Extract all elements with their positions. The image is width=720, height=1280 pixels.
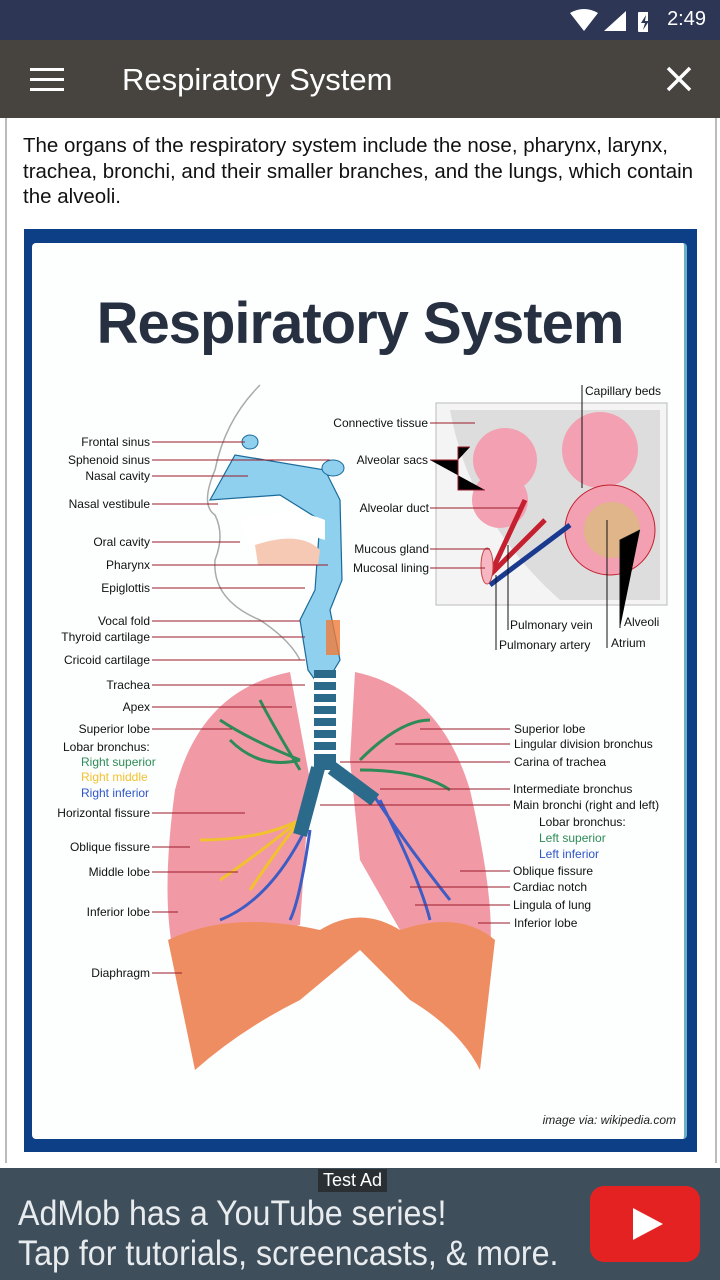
label: Horizontal fissure: [57, 806, 150, 820]
label: Cricoid cartilage: [63, 653, 150, 667]
ad-line-2[interactable]: Tap for tutorials, screencasts, & more.: [18, 1234, 559, 1273]
label: Left superior: [539, 831, 606, 845]
close-icon[interactable]: [662, 62, 696, 96]
label: Nasal cavity: [85, 469, 150, 483]
status-icons: [570, 9, 648, 32]
label: Lingular division bronchus: [514, 737, 653, 751]
label: Connective tissue: [333, 416, 428, 430]
label: Right inferior: [81, 786, 150, 800]
label: Alveolar sacs: [356, 453, 428, 467]
label: Oral cavity: [93, 535, 150, 549]
label: Atrium: [611, 636, 646, 650]
label: Nasal vestibule: [68, 497, 150, 511]
label: Right superior: [81, 755, 156, 769]
intro-text: The organs of the respiratory system inc…: [23, 134, 694, 208]
label: Superior lobe: [514, 722, 586, 736]
label: Frontal sinus: [81, 435, 150, 449]
label: Sphenoid sinus: [67, 453, 150, 467]
app-bar: Respiratory System: [0, 40, 720, 118]
label: Thyroid cartilage: [61, 630, 150, 644]
respiratory-illustration: [152, 384, 668, 1070]
ad-line-1[interactable]: AdMob has a YouTube series!: [18, 1194, 447, 1233]
label: Mucous gland: [354, 542, 429, 556]
test-ad-badge: Test Ad: [318, 1169, 388, 1192]
label: Mucosal lining: [352, 561, 429, 575]
label: Vocal fold: [97, 614, 150, 628]
signal-icon: [604, 11, 626, 31]
label: Diaphragm: [91, 966, 150, 980]
label: Lobar bronchus:: [539, 815, 626, 829]
label: Pulmonary artery: [499, 638, 591, 652]
label: Cardiac notch: [513, 880, 588, 894]
label: Trachea: [106, 678, 150, 692]
label: Superior lobe: [78, 722, 150, 736]
label: Lobar bronchus:: [63, 740, 150, 754]
status-bar: 2:49: [0, 0, 720, 40]
clock: 2:49: [667, 8, 706, 30]
label: Right middle: [81, 770, 148, 784]
label: Epiglottis: [101, 581, 150, 595]
label: Inferior lobe: [86, 905, 150, 919]
diagram-title: Respiratory System: [96, 291, 625, 356]
label: Lingula of lung: [513, 898, 592, 912]
battery-charging-icon: [638, 12, 648, 32]
label: Apex: [122, 700, 150, 714]
label: Pharynx: [105, 558, 150, 572]
wifi-icon: [570, 9, 598, 31]
label: Pulmonary vein: [510, 618, 593, 632]
label: Inferior lobe: [514, 916, 578, 930]
label: Left inferior: [539, 847, 600, 861]
label: Alveolar duct: [359, 501, 429, 515]
label: Main bronchi (right and left): [513, 798, 660, 812]
label: Alveoli: [624, 615, 660, 629]
youtube-play-button[interactable]: [590, 1186, 700, 1262]
youtube-play-icon: [633, 1208, 663, 1240]
label: Oblique fissure: [69, 840, 150, 854]
label: Middle lobe: [88, 865, 150, 879]
label: Oblique fissure: [513, 864, 594, 878]
hamburger-icon[interactable]: [30, 68, 64, 92]
label: Intermediate bronchus: [513, 782, 633, 796]
page-title: Respiratory System: [122, 62, 393, 97]
image-credit: image via: wikipedia.com: [542, 1113, 676, 1127]
content-area: [5, 118, 717, 1163]
label: Capillary beds: [585, 384, 662, 398]
label: Carina of trachea: [514, 755, 607, 769]
